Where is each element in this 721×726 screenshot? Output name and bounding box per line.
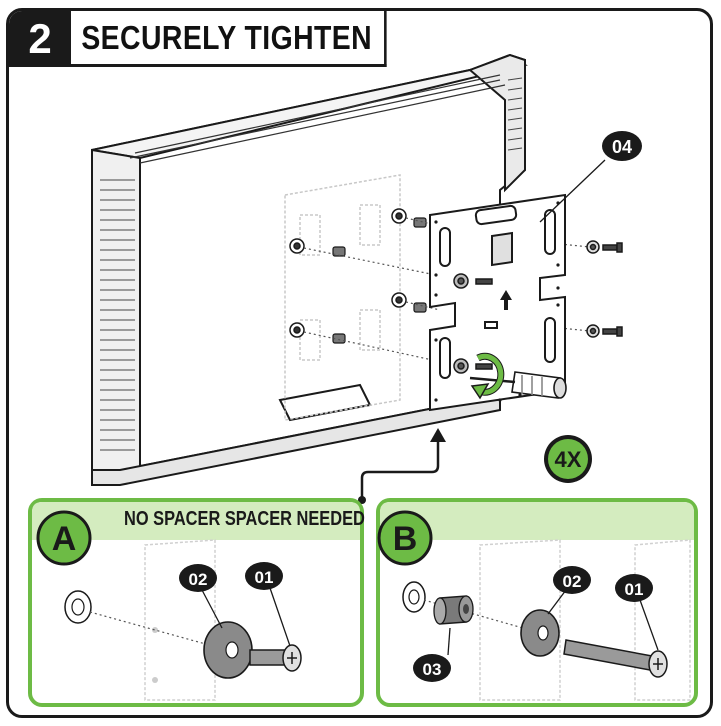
step-title: SECURELY TIGHTEN [71,11,387,67]
connector-arrow [360,440,440,497]
mounting-bracket [429,193,566,412]
panel-a-letter: A [52,520,77,558]
panel-b-screw-label: 01 [625,580,644,599]
panel-b-spacer-label: 03 [423,660,442,679]
quantity-badge [544,435,592,483]
panel-a-washer-label: 02 [189,570,208,589]
connector-arrowhead [430,428,446,442]
tv-ghost-plate [284,174,401,421]
callout-04-badge [602,131,642,161]
tv-vent-right [507,77,523,151]
tv-vent-left [100,179,135,451]
panel-b-washer-label: 02 [563,572,582,591]
up-arrow-icon [500,290,512,310]
tv-vent-top [129,74,506,164]
bracket-holes [434,201,560,402]
rotate-arrow-icon [470,352,505,400]
step-number: 2 [9,11,71,67]
screwdriver-icon [469,371,567,399]
callout-04-leader [539,159,606,223]
panel-a [28,498,364,707]
callout-04-label: 04 [612,137,632,157]
panel-b [376,498,698,707]
bracket-screws [453,240,623,374]
quantity-label: 4X [555,447,582,472]
panel-b-letter: B [393,520,418,558]
panel-a-screw-label: 01 [255,568,274,587]
connector-dot [358,496,366,504]
panel-a-title: NO SPACER SPACER NEEDED [124,508,365,530]
tv-mount-holes [289,208,407,338]
